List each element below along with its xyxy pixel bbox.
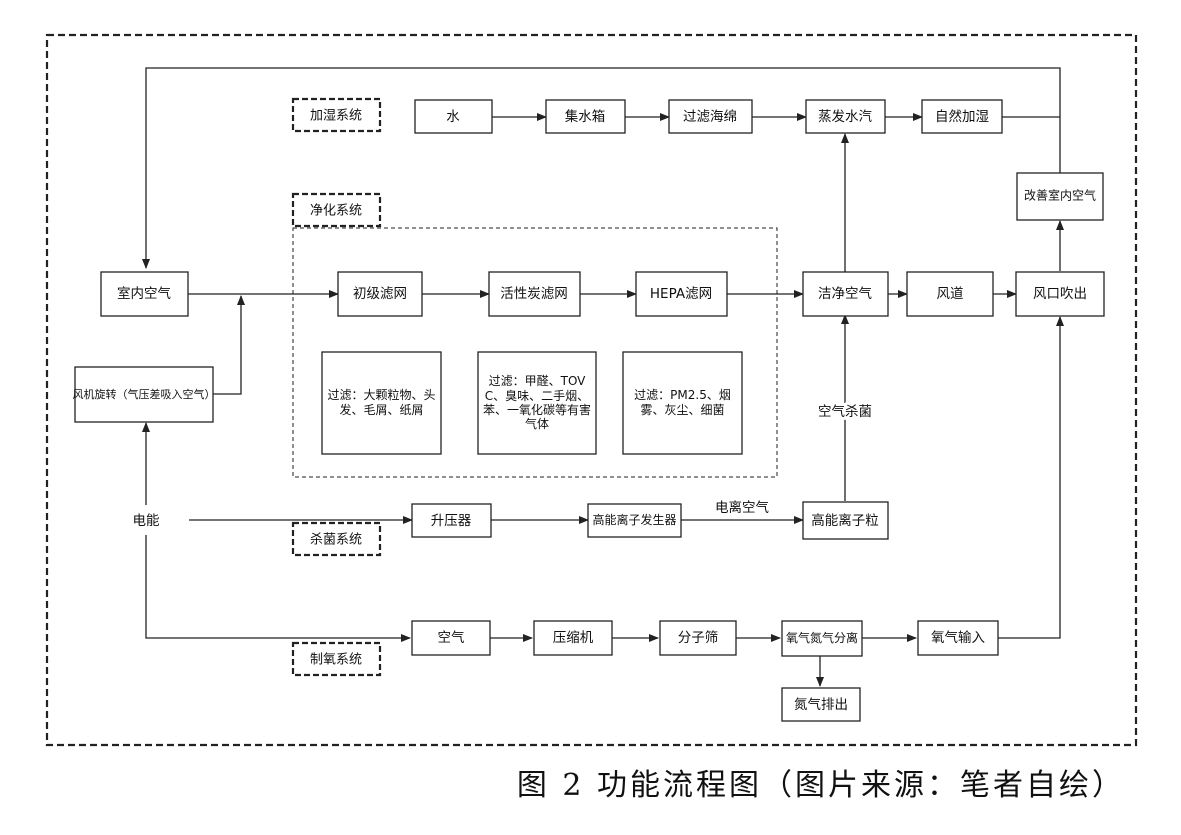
carbon-filter-desc-text: 过滤：甲醛、TOVC、臭味、二手烟、苯、一氧化碳等有害气体 [482, 374, 591, 432]
system-tag-purify-label: 净化系统 [310, 204, 362, 219]
node-ion-particles-label: 高能离子粒 [811, 512, 879, 529]
system-tag-humidify-label: 加湿系统 [310, 109, 362, 124]
system-tag-purify [291, 192, 382, 228]
node-primary-filter [337, 271, 423, 317]
system-tag-sterilize-label: 杀菌系统 [310, 533, 362, 548]
node-water-label: 水 [446, 109, 460, 125]
system-tag-oxygen-label: 制氧系统 [310, 653, 362, 668]
node-outlet [1015, 271, 1105, 317]
hepa-filter-desc-text: 过滤：PM2.5、烟雾、灰尘、细菌 [634, 388, 731, 417]
node-power-label: 电能 [133, 513, 160, 529]
node-booster [411, 503, 492, 538]
node-nitrogen-out [781, 687, 861, 722]
node-indoor-air [100, 271, 189, 317]
system-tag-oxygen [291, 641, 382, 677]
node-ion-generator [587, 503, 682, 538]
node-compressor [533, 620, 613, 656]
purification-region [292, 227, 778, 478]
node-fan [74, 366, 214, 423]
edge-label-ionized-air: 电离空气 [715, 499, 769, 516]
edge-improve-to-indoor [142, 67, 1061, 269]
outer-frame [45, 33, 1138, 747]
node-hepa-filter [635, 271, 728, 317]
node-nitrogen-out-label: 氮气排出 [794, 697, 848, 713]
node-water [414, 99, 493, 134]
node-natural-humidify [921, 99, 1003, 134]
system-tag-sterilize [291, 521, 382, 557]
node-vapor-label: 蒸发水汽 [818, 109, 872, 125]
edge-power-air [145, 535, 411, 642]
node-primary-filter-label: 初级滤网 [353, 285, 407, 302]
node-duct-label: 风道 [937, 286, 964, 302]
primary-filter-desc-text: 过滤：大颗粒物、头发、毛屑、纸屑 [327, 388, 436, 417]
node-sieve-label: 分子筛 [678, 630, 719, 646]
node-ion-generator-label: 高能离子发生器 [592, 512, 677, 527]
edge-oxygen-outlet [998, 316, 1064, 639]
node-separation-fo: 氧气氮气分离 [785, 630, 858, 645]
node-tank [545, 99, 626, 134]
node-indoor-air-label: 室内空气 [117, 285, 171, 302]
node-duct [906, 271, 994, 317]
node-compressor-label: 压缩机 [553, 630, 594, 646]
node-sponge-label: 过滤海绵 [683, 109, 737, 125]
edge-fan-merge [213, 295, 245, 395]
edges [142, 67, 1064, 687]
node-separation-label: 氧气氮气分离 [785, 630, 858, 645]
node-clean-air-label: 洁净空气 [818, 286, 872, 302]
node-sieve [659, 620, 737, 656]
system-tag-humidify [291, 97, 382, 133]
node-tank-label: 集水箱 [565, 109, 606, 125]
node-carbon-filter [488, 271, 581, 317]
node-hepa-filter-label: HEPA滤网 [650, 286, 712, 302]
node-vapor [805, 99, 886, 134]
node-oxygen-input-label: 氧气输入 [931, 630, 985, 646]
hepa-filter-desc [622, 351, 743, 455]
edge-label-sterilization: 空气杀菌 [818, 404, 872, 420]
node-air [411, 620, 491, 656]
node-booster-label: 升压器 [431, 513, 472, 529]
node-sponge [668, 99, 753, 134]
node-outlet-label: 风口吹出 [1033, 286, 1087, 302]
node-oxygen-input [917, 620, 999, 656]
node-ion-particles [802, 501, 889, 540]
node-separation [781, 620, 863, 657]
node-improve-air [1016, 172, 1104, 221]
node-fan-label: 风机旋转（气压差吸入空气） [73, 387, 216, 401]
carbon-filter-desc-fo: 过滤：甲醛、TOVC、臭味、二手烟、苯、一氧化碳等有害气体 [482, 374, 591, 432]
carbon-filter-desc [477, 351, 597, 455]
node-ion-generator-fo: 高能离子发生器 [592, 512, 677, 527]
node-natural-humidify-label: 自然加湿 [935, 108, 989, 125]
node-air-label: 空气 [438, 630, 465, 646]
primary-filter-desc-fo: 过滤：大颗粒物、头发、毛屑、纸屑 [327, 388, 436, 417]
node-clean-air [802, 271, 889, 317]
hepa-filter-desc-fo: 过滤：PM2.5、烟雾、灰尘、细菌 [634, 388, 731, 417]
primary-filter-desc [321, 351, 442, 455]
node-carbon-filter-label: 活性炭滤网 [500, 286, 568, 302]
node-improve-air-label: 改善室内空气 [1024, 188, 1096, 203]
figure-caption: 图 2 功能流程图（图片来源：笔者自绘） [517, 768, 1125, 803]
